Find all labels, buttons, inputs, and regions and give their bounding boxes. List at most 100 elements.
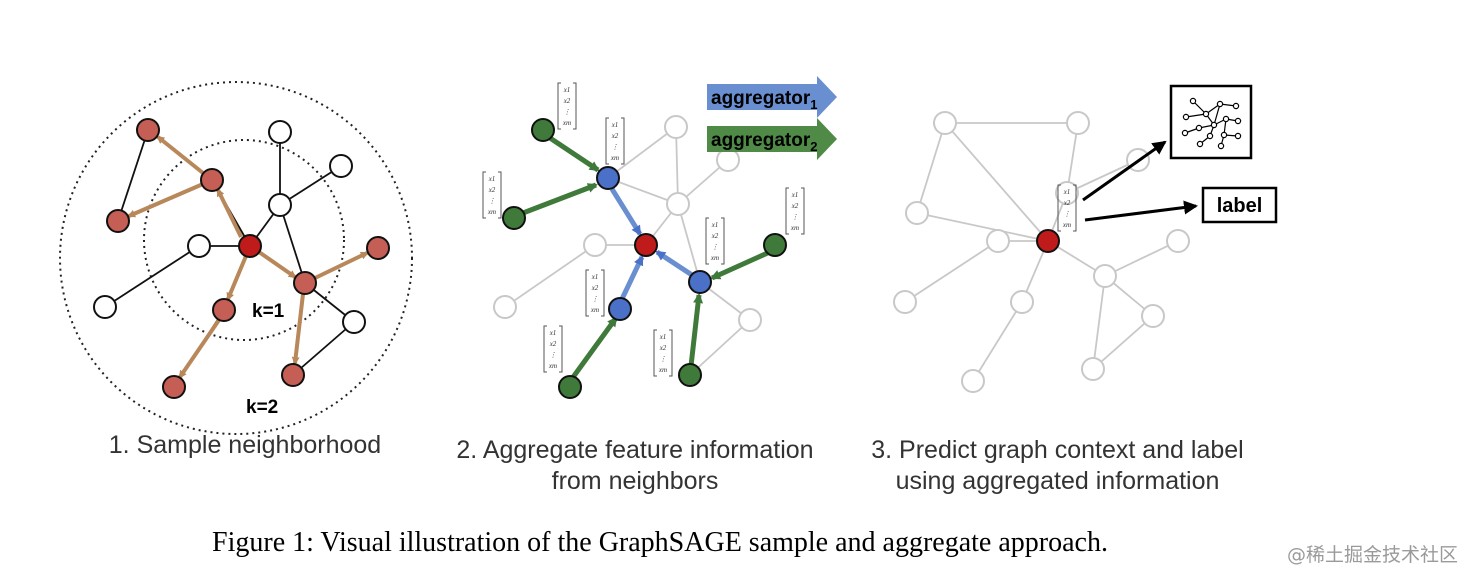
node-target <box>1036 229 1060 253</box>
node-faded <box>1066 111 1090 135</box>
label-box-text: label <box>1217 195 1263 217</box>
aggregator-1-arrow: aggregator1 <box>707 76 837 118</box>
panel-2-nodes <box>493 115 787 399</box>
node-faded <box>1093 264 1117 288</box>
node-unsampled <box>93 295 117 319</box>
panel-3-caption-line-2: using aggregated information <box>895 467 1220 495</box>
feature-vector-entry: x1 <box>549 329 557 337</box>
feature-vector-entry: xm <box>658 366 667 374</box>
feature-vector-entry: xm <box>562 119 571 127</box>
node-faded <box>1166 229 1190 253</box>
node-blue <box>608 297 632 321</box>
node-target <box>238 234 262 258</box>
node-unsampled <box>268 120 292 144</box>
feature-vector-entry: xm <box>548 362 557 370</box>
node-faded <box>1055 181 1079 205</box>
node-sampled <box>212 298 236 322</box>
feature-vector-entry: x1 <box>659 333 667 341</box>
node-faded <box>961 369 985 393</box>
node-target <box>634 233 658 257</box>
feature-vector-entry: ⋮ <box>550 351 557 359</box>
node-sampled <box>281 363 305 387</box>
aggregator-1-subscript: 1 <box>810 97 817 112</box>
node-faded <box>893 290 917 314</box>
node-faded <box>1010 290 1034 314</box>
node-green <box>531 118 555 142</box>
feature-vector-entry: ⋮ <box>592 295 599 303</box>
panel-1-sample-neighborhood: k=1 k=2 <box>59 81 413 435</box>
feature-vector-entry: x1 <box>611 121 619 129</box>
label-arrow <box>1084 200 1198 222</box>
aggregator-2-label: aggregator <box>711 130 811 151</box>
node-faded <box>1081 357 1105 381</box>
panel-2-faded-edges <box>504 126 751 376</box>
panel-1-sample-arrows <box>127 135 369 379</box>
feature-vector-entry: x2 <box>659 344 667 352</box>
feature-vector-entry: x1 <box>488 175 496 183</box>
node-faded <box>738 308 762 332</box>
aggregator-1-label: aggregator <box>711 88 811 109</box>
feature-vector-entry: ⋮ <box>712 243 719 251</box>
node-unsampled <box>329 154 353 178</box>
feature-vector-entry: x2 <box>791 202 799 210</box>
node-faded <box>716 148 740 172</box>
feature-vector-entry: ⋮ <box>660 355 667 363</box>
node-blue <box>596 166 620 190</box>
panel-2-caption-line-2: from neighbors <box>551 467 719 495</box>
node-sampled <box>106 209 130 233</box>
watermark: @稀土掘金技术社区 <box>1286 544 1458 566</box>
feature-vector-entry: xm <box>1062 221 1071 229</box>
node-sampled <box>200 168 224 192</box>
node-sampled <box>366 236 390 260</box>
node-green <box>678 363 702 387</box>
feature-vector-entry: x1 <box>563 86 571 94</box>
feature-vector-entry: x1 <box>791 191 799 199</box>
node-sampled <box>162 375 186 399</box>
panel-2-caption-line-1: 2. Aggregate feature information <box>456 436 814 464</box>
svg-text:aggregator2: aggregator2 <box>711 130 817 154</box>
feature-vector-entry: ⋮ <box>489 197 496 205</box>
panel-3-caption-line-1: 3. Predict graph context and label <box>871 436 1244 464</box>
panel-1-caption-text: 1. Sample neighborhood <box>108 431 382 459</box>
k1-boundary <box>143 139 345 341</box>
svg-text:aggregator1: aggregator1 <box>711 88 817 112</box>
node-faded <box>664 115 688 139</box>
node-faded <box>583 233 607 257</box>
aggregator-2-arrow: aggregator2 <box>707 118 837 160</box>
feature-vector-entry: xm <box>710 254 719 262</box>
k2-boundary <box>59 81 413 435</box>
context-arrow <box>1082 140 1167 202</box>
feature-vector: x1 x2 ⋮ xm <box>605 117 625 165</box>
panel-2-blue-arrows <box>609 187 694 301</box>
node-faded <box>905 201 929 225</box>
node-green <box>502 206 526 230</box>
feature-vector-entry: x1 <box>711 221 719 229</box>
node-faded <box>493 295 517 319</box>
feature-vector-entry: x2 <box>611 132 619 140</box>
panel-2-green-arrows <box>522 135 774 382</box>
figure-caption: Figure 1: Visual illustration of the Gra… <box>212 527 1108 558</box>
feature-vector-entry: x2 <box>488 186 496 194</box>
node-faded <box>666 192 690 216</box>
feature-vector-entry: ⋮ <box>612 143 619 151</box>
feature-vector-entry: x2 <box>1063 199 1071 207</box>
feature-vector-entry: xm <box>590 306 599 314</box>
feature-vector-entry: xm <box>610 154 619 162</box>
node-faded <box>933 111 957 135</box>
panel-3-caption: 3. Predict graph context and label using… <box>855 435 1260 497</box>
node-green <box>763 233 787 257</box>
feature-vector-entry: x1 <box>591 273 599 281</box>
feature-vector-entry: ⋮ <box>792 213 799 221</box>
node-unsampled <box>342 310 366 334</box>
node-sampled <box>293 271 317 295</box>
k2-label: k=2 <box>246 397 278 418</box>
panel-1-nodes <box>93 118 390 399</box>
feature-vector-entry: ⋮ <box>1064 210 1071 218</box>
